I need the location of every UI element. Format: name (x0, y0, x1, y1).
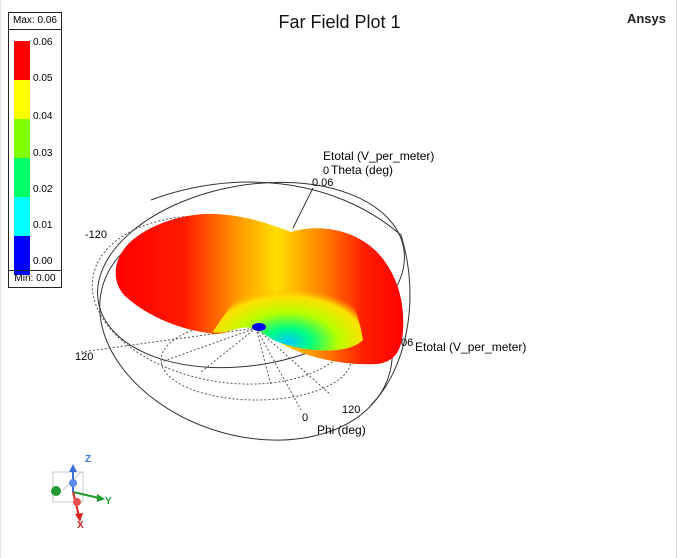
angle-label-neg120: -120 (85, 229, 107, 241)
top-value-label: 0.06 (312, 177, 333, 189)
legend-min-label: Min: 0.00 (9, 270, 61, 287)
theta-axis-subtitle: Theta (deg) (331, 163, 393, 177)
angle-label-120-bottom: 120 (342, 404, 360, 416)
legend-tick: 0.02 (33, 184, 53, 195)
legend-max-label: Max: 0.06 (9, 13, 61, 30)
dashed-axis (160, 327, 257, 363)
right-axis-title: Etotal (V_per_meter) (415, 340, 526, 354)
pattern-null-spot (252, 323, 266, 331)
x-axis-ball (73, 498, 81, 506)
dashed-axis (255, 327, 272, 386)
dashed-axis (80, 327, 257, 353)
ansys-logo-text: Ansys (626, 11, 666, 26)
theta-zero-label: 0 (323, 165, 329, 177)
legend-color-bar (14, 41, 30, 275)
right-value-label: 06 (401, 337, 413, 349)
z-axis-label: Z (85, 454, 91, 465)
phi-axis-title: Phi (deg) (317, 423, 366, 437)
legend-tick: 0.04 (33, 111, 53, 122)
angle-label-120-left: 120 (75, 351, 93, 363)
legend-tick: 0.03 (33, 148, 53, 159)
z-axis-ball (69, 479, 77, 487)
angle-label-0-bottom: 0 (302, 412, 308, 424)
y-axis-label: Y (105, 496, 112, 507)
legend-tick: 0.01 (33, 220, 53, 231)
dashed-axis (255, 327, 332, 396)
radiation-pattern-inner-shading (213, 262, 363, 351)
x-arrow-head (75, 513, 83, 522)
legend-tick: 0.00 (33, 256, 53, 267)
axis-triad[interactable]: Z Y X (41, 450, 121, 530)
z-axis-line (292, 187, 314, 229)
color-legend[interactable]: Max: 0.06 0.06 0.05 0.04 0.03 0.02 0.01 … (8, 12, 62, 288)
legend-tick: 0.06 (33, 37, 53, 48)
y-axis-ball (51, 486, 61, 496)
x-axis-label: X (77, 520, 84, 530)
z-arrow-head (69, 464, 77, 472)
meridian-arc (150, 181, 411, 406)
theta-circle (97, 181, 405, 369)
legend-tick: 0.05 (33, 73, 53, 84)
plot-title: Far Field Plot 1 (278, 12, 401, 32)
y-arrow-head (97, 494, 105, 502)
y-axis-arrow (72, 491, 100, 499)
theta-axis-title: Etotal (V_per_meter) (323, 149, 434, 163)
